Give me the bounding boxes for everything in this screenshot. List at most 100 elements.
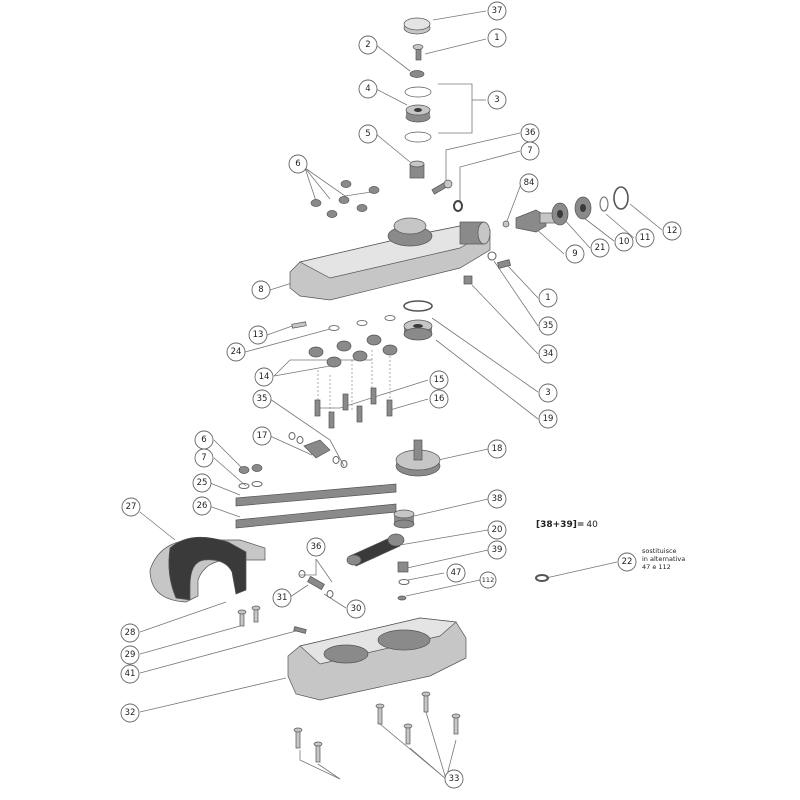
part-3-circlip-mid bbox=[403, 300, 433, 312]
svg-text:38: 38 bbox=[492, 494, 503, 504]
part-6-7-left bbox=[238, 464, 263, 489]
svg-text:25: 25 bbox=[197, 478, 208, 488]
svg-text:35: 35 bbox=[257, 394, 268, 404]
svg-text:31: 31 bbox=[277, 593, 288, 603]
part-1-screw-side bbox=[496, 259, 512, 269]
callout-16: 16 bbox=[429, 389, 449, 409]
part-20-connecting-rod bbox=[346, 533, 405, 567]
part-1-screw bbox=[412, 44, 424, 61]
part-21-bearing bbox=[551, 202, 569, 226]
svg-text:37: 37 bbox=[492, 6, 503, 16]
svg-text:21: 21 bbox=[595, 243, 606, 253]
callout-36-b: 36 bbox=[306, 537, 326, 557]
callout-3: 3 bbox=[487, 90, 507, 110]
svg-text:34: 34 bbox=[543, 349, 554, 359]
svg-text:29: 29 bbox=[125, 650, 136, 660]
svg-text:15: 15 bbox=[434, 375, 445, 385]
callout-30: 30 bbox=[346, 599, 366, 619]
part-29-screws bbox=[237, 605, 261, 627]
part-17-eccentric bbox=[288, 432, 348, 468]
callout-25: 25 bbox=[192, 473, 212, 493]
callout-13: 13 bbox=[248, 325, 268, 345]
callout-27: 27 bbox=[121, 497, 141, 517]
part-25-blade bbox=[235, 483, 397, 507]
svg-text:41: 41 bbox=[125, 669, 136, 679]
callout-1: 1 bbox=[487, 28, 507, 48]
svg-text:13: 13 bbox=[253, 330, 264, 340]
callout-18: 18 bbox=[487, 439, 507, 459]
callout-17: 17 bbox=[252, 426, 272, 446]
svg-text:39: 39 bbox=[492, 545, 503, 555]
svg-text:84: 84 bbox=[524, 178, 535, 188]
callout-10: 10 bbox=[614, 232, 634, 252]
svg-text:33: 33 bbox=[449, 774, 460, 784]
part-3-circlip-upper bbox=[404, 86, 432, 98]
callout-7-b: 7 bbox=[194, 448, 214, 468]
svg-text:19: 19 bbox=[543, 414, 554, 424]
svg-text:20: 20 bbox=[492, 525, 503, 535]
svg-text:2: 2 bbox=[365, 40, 370, 50]
callout-35-b: 35 bbox=[252, 389, 272, 409]
callout-22: 22 bbox=[617, 552, 637, 572]
part-19-bearing bbox=[403, 319, 433, 341]
callout-3-b: 3 bbox=[538, 383, 558, 403]
svg-text:26: 26 bbox=[197, 501, 208, 511]
callout-24: 24 bbox=[226, 342, 246, 362]
replacement-note: sostituisce in alternativa 47 e 112 bbox=[642, 547, 685, 571]
callouts: 37 1 2 4 3 5 36 7 6 84 12 11 10 21 9 8 1… bbox=[120, 1, 682, 789]
callout-33: 33 bbox=[444, 769, 464, 789]
part-34-plug bbox=[463, 275, 473, 285]
callout-26: 26 bbox=[192, 496, 212, 516]
svg-text:sostituisce: sostituisce bbox=[642, 547, 677, 555]
svg-text:5: 5 bbox=[365, 129, 370, 139]
part-18-gear bbox=[395, 439, 441, 477]
part-35-oring bbox=[487, 251, 497, 261]
svg-text:17: 17 bbox=[257, 431, 268, 441]
svg-text:18: 18 bbox=[492, 444, 503, 454]
callout-39: 39 bbox=[487, 540, 507, 560]
callout-37: 37 bbox=[487, 1, 507, 21]
callout-38: 38 bbox=[487, 489, 507, 509]
svg-text:28: 28 bbox=[125, 628, 136, 638]
svg-text:36: 36 bbox=[525, 128, 536, 138]
part-112-ring bbox=[397, 595, 407, 601]
part-7-oring bbox=[453, 200, 463, 212]
part-3-circlip-lower bbox=[404, 131, 432, 143]
svg-text:9: 9 bbox=[572, 249, 577, 259]
part-27-guard bbox=[149, 536, 266, 603]
callout-4: 4 bbox=[358, 79, 378, 99]
callout-20: 20 bbox=[487, 520, 507, 540]
part-13-pin bbox=[291, 321, 307, 329]
callout-41: 41 bbox=[120, 664, 140, 684]
callout-31: 31 bbox=[272, 588, 292, 608]
callout-6: 6 bbox=[288, 154, 308, 174]
part-10-bearing bbox=[574, 196, 592, 220]
part-84-ball bbox=[502, 220, 510, 228]
callout-21: 21 bbox=[590, 238, 610, 258]
callout-35: 35 bbox=[538, 316, 558, 336]
callout-19: 19 bbox=[538, 409, 558, 429]
part-26-blade bbox=[235, 503, 397, 529]
svg-text:3: 3 bbox=[545, 388, 550, 398]
part-24-washers bbox=[328, 315, 396, 331]
callout-12: 12 bbox=[662, 221, 682, 241]
callout-1-b: 1 bbox=[538, 288, 558, 308]
part-22-washer bbox=[535, 574, 549, 582]
svg-text:7: 7 bbox=[527, 146, 532, 156]
svg-text:in alternativa: in alternativa bbox=[642, 555, 685, 563]
callout-6-b: 6 bbox=[194, 430, 214, 450]
svg-text:4: 4 bbox=[365, 84, 370, 94]
callout-36: 36 bbox=[520, 123, 540, 143]
callout-29: 29 bbox=[120, 645, 140, 665]
callout-28: 28 bbox=[120, 623, 140, 643]
callout-9: 9 bbox=[565, 244, 585, 264]
part-36-bolt bbox=[431, 179, 453, 195]
svg-text:16: 16 bbox=[434, 394, 445, 404]
callout-11: 11 bbox=[635, 228, 655, 248]
part-6-nuts bbox=[310, 180, 380, 218]
svg-text:11: 11 bbox=[640, 233, 651, 243]
svg-text:35: 35 bbox=[543, 321, 554, 331]
part-39-bushing bbox=[397, 561, 409, 573]
parts bbox=[149, 17, 629, 763]
